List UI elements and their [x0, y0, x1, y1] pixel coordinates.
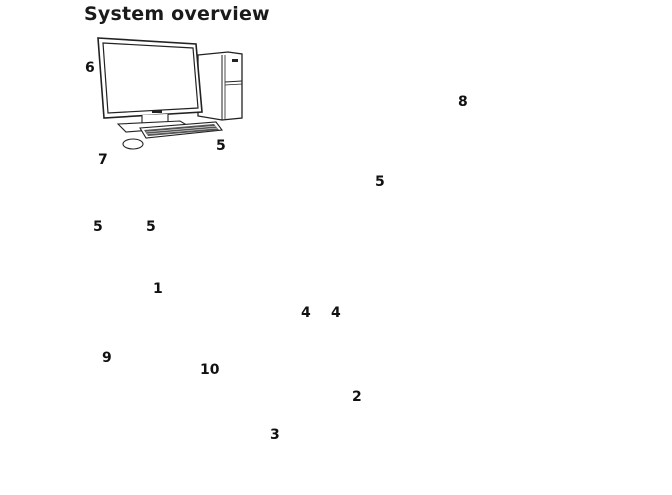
label-2: 2 [352, 389, 362, 405]
label-5-pc: 5 [216, 138, 226, 154]
label-5-camera: 5 [375, 174, 385, 190]
label-7: 7 [98, 152, 108, 168]
page-title: System overview [84, 3, 270, 25]
label-4-a: 4 [301, 305, 311, 321]
label-5-ccu: 5 [146, 219, 156, 235]
label-3: 3 [270, 427, 280, 443]
label-10: 10 [200, 362, 220, 378]
label-8: 8 [458, 94, 468, 110]
label-6: 6 [85, 60, 95, 76]
label-5-access-point: 5 [93, 219, 103, 235]
label-1: 1 [153, 281, 163, 297]
label-4-b: 4 [331, 305, 341, 321]
label-9: 9 [102, 350, 112, 366]
pc-illustration [97, 37, 243, 150]
